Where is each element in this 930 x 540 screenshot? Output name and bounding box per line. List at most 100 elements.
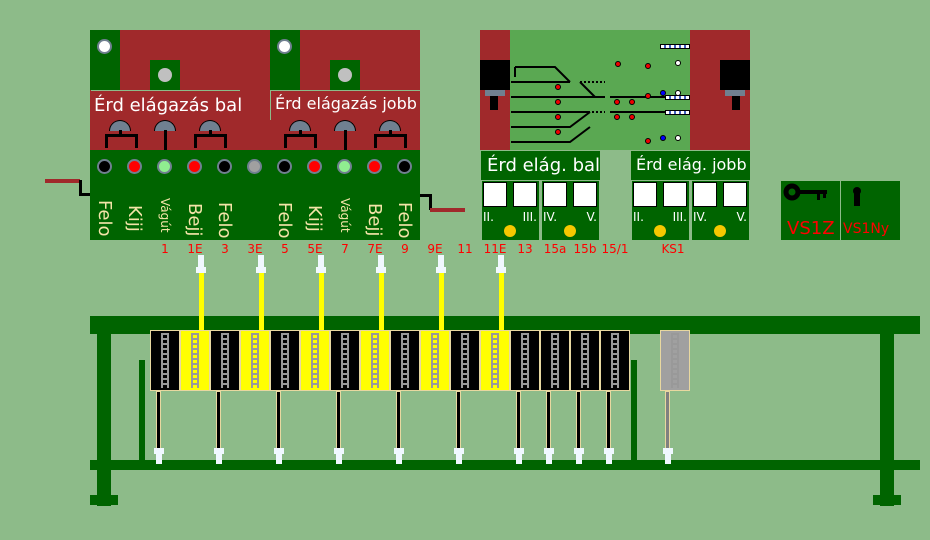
lever-handle-cap [454, 448, 464, 454]
block-button[interactable] [504, 225, 516, 237]
lever-handle[interactable] [665, 452, 671, 464]
lever-chain [611, 333, 619, 388]
label-vagut: Vágút [338, 198, 352, 233]
lever-number: 9E [427, 242, 443, 256]
buffer-left-post [490, 96, 498, 110]
lever-chain [311, 333, 319, 388]
lever-rod-down [456, 391, 461, 449]
lever-number: 5 [281, 242, 289, 256]
lever-handle[interactable] [438, 255, 444, 267]
lever-handle[interactable] [456, 452, 462, 464]
lever-handle[interactable] [276, 452, 282, 464]
block-button[interactable] [714, 225, 726, 237]
key-vs1ny[interactable]: VS1Ny [841, 181, 900, 240]
lever-KS1[interactable] [660, 330, 690, 391]
key-vs1z[interactable]: VS1Z [781, 181, 840, 240]
lever-chain [521, 333, 529, 388]
indicator-lamp [397, 159, 412, 174]
lever-handle[interactable] [216, 452, 222, 464]
block-button[interactable] [564, 225, 576, 237]
lever-handle[interactable] [606, 452, 612, 464]
lever-rod-up [199, 270, 204, 330]
lever-number: 7 [341, 242, 349, 256]
lever-5E[interactable] [300, 330, 330, 391]
block-bal-title: Érd elág. bal [487, 155, 601, 176]
label-bejj: Bejj [184, 203, 205, 237]
lever-chain [581, 333, 589, 388]
lever-handle-cap [376, 267, 386, 273]
lever-handle-cap [544, 448, 554, 454]
lever-7[interactable] [330, 330, 360, 391]
label-felo: Felo [274, 202, 295, 239]
lever-1[interactable] [150, 330, 180, 391]
semaphore-stem [299, 130, 302, 136]
block-button[interactable] [654, 225, 666, 237]
signal-lamp-right [277, 39, 292, 54]
lever-chain [671, 333, 679, 388]
block-window [723, 182, 747, 207]
indicator-lamp [157, 159, 172, 174]
lever-number: 3E [247, 242, 263, 256]
lever-9E[interactable] [420, 330, 450, 391]
lever-9[interactable] [390, 330, 420, 391]
lever-11[interactable] [450, 330, 480, 391]
lever-11E[interactable] [480, 330, 510, 391]
lever-handle[interactable] [576, 452, 582, 464]
platform-indicator [665, 95, 690, 100]
lever-handle[interactable] [258, 255, 264, 267]
panel-title-right: Érd elágazás jobb [275, 94, 417, 113]
lever-face [361, 331, 368, 390]
lever-chain [431, 333, 439, 388]
track-label: V. [736, 210, 747, 224]
lever-15a[interactable] [540, 330, 570, 391]
lever-3E[interactable] [240, 330, 270, 391]
lever-handle-cap [496, 267, 506, 273]
buffer-left-plate [485, 90, 505, 96]
lever-rod-down [546, 391, 551, 449]
lever-chain [341, 333, 349, 388]
lever-handle-cap [574, 448, 584, 454]
lever-face [481, 331, 488, 390]
buffer-right [720, 60, 750, 90]
lever-15b[interactable] [570, 330, 600, 391]
frame-foot-left [90, 495, 118, 505]
lever-number: 15b [573, 242, 597, 256]
signal-lamp-left [97, 39, 112, 54]
lever-13[interactable] [510, 330, 540, 391]
lever-7E[interactable] [360, 330, 390, 391]
lever-3[interactable] [210, 330, 240, 391]
lever-handle[interactable] [336, 452, 342, 464]
track-label: V. [586, 210, 597, 224]
lever-chain [461, 333, 469, 388]
lever-handle-cap [256, 267, 266, 273]
lever-handle[interactable] [198, 255, 204, 267]
block-window [483, 182, 507, 207]
block-jobb-header [631, 151, 750, 180]
lever-handle-cap [514, 448, 524, 454]
lever-handle[interactable] [396, 452, 402, 464]
lever-handle[interactable] [498, 255, 504, 267]
semaphore-bracket [194, 134, 227, 148]
lever-handle-cap [436, 267, 446, 273]
key-icon [783, 183, 827, 201]
indicator-lamp [247, 159, 262, 174]
lever-handle[interactable] [318, 255, 324, 267]
indicator-lamp [97, 159, 112, 174]
lever-1E[interactable] [180, 330, 210, 391]
semaphore-bracket [105, 134, 138, 148]
lever-handle[interactable] [378, 255, 384, 267]
lever-handle[interactable] [546, 452, 552, 464]
lever-number: 5E [307, 242, 323, 256]
lever-face [301, 331, 308, 390]
indicator-lamp [127, 159, 142, 174]
lever-5[interactable] [270, 330, 300, 391]
frame-post-right [880, 316, 894, 506]
lever-15/1[interactable] [600, 330, 630, 391]
platform-indicator [660, 44, 690, 49]
buffer-right-plate [725, 90, 745, 96]
semaphore-stem [344, 130, 347, 150]
frame-foot-right [873, 495, 901, 505]
lever-handle[interactable] [516, 452, 522, 464]
lever-handle-cap [604, 448, 614, 454]
lever-handle[interactable] [156, 452, 162, 464]
